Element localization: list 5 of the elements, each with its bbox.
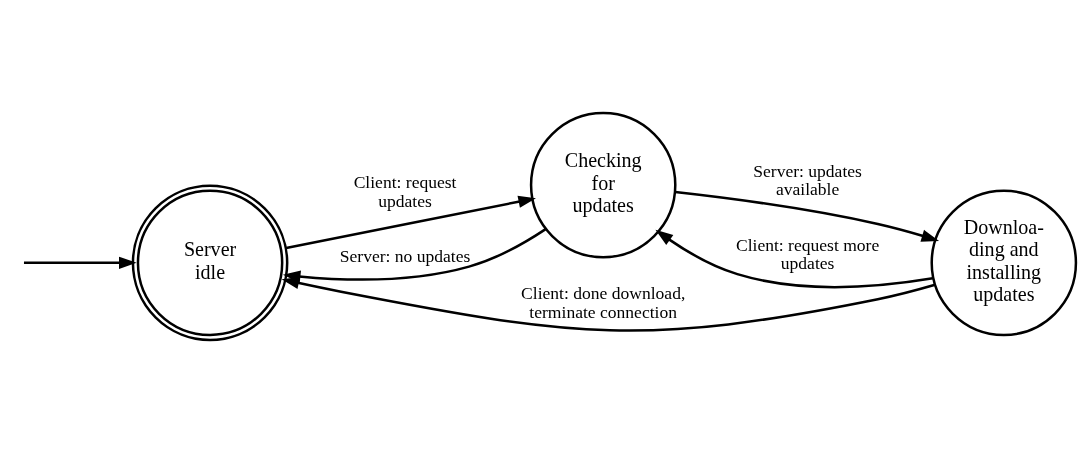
edge-label: Client: done download, terminate connection <box>521 283 686 323</box>
edge-label: Client: request more updates <box>735 234 880 274</box>
edge-label: Server: no updates <box>339 245 471 266</box>
edge-label: Client: request updates <box>353 171 457 211</box>
edge-label: Server: updates available <box>753 160 862 200</box>
